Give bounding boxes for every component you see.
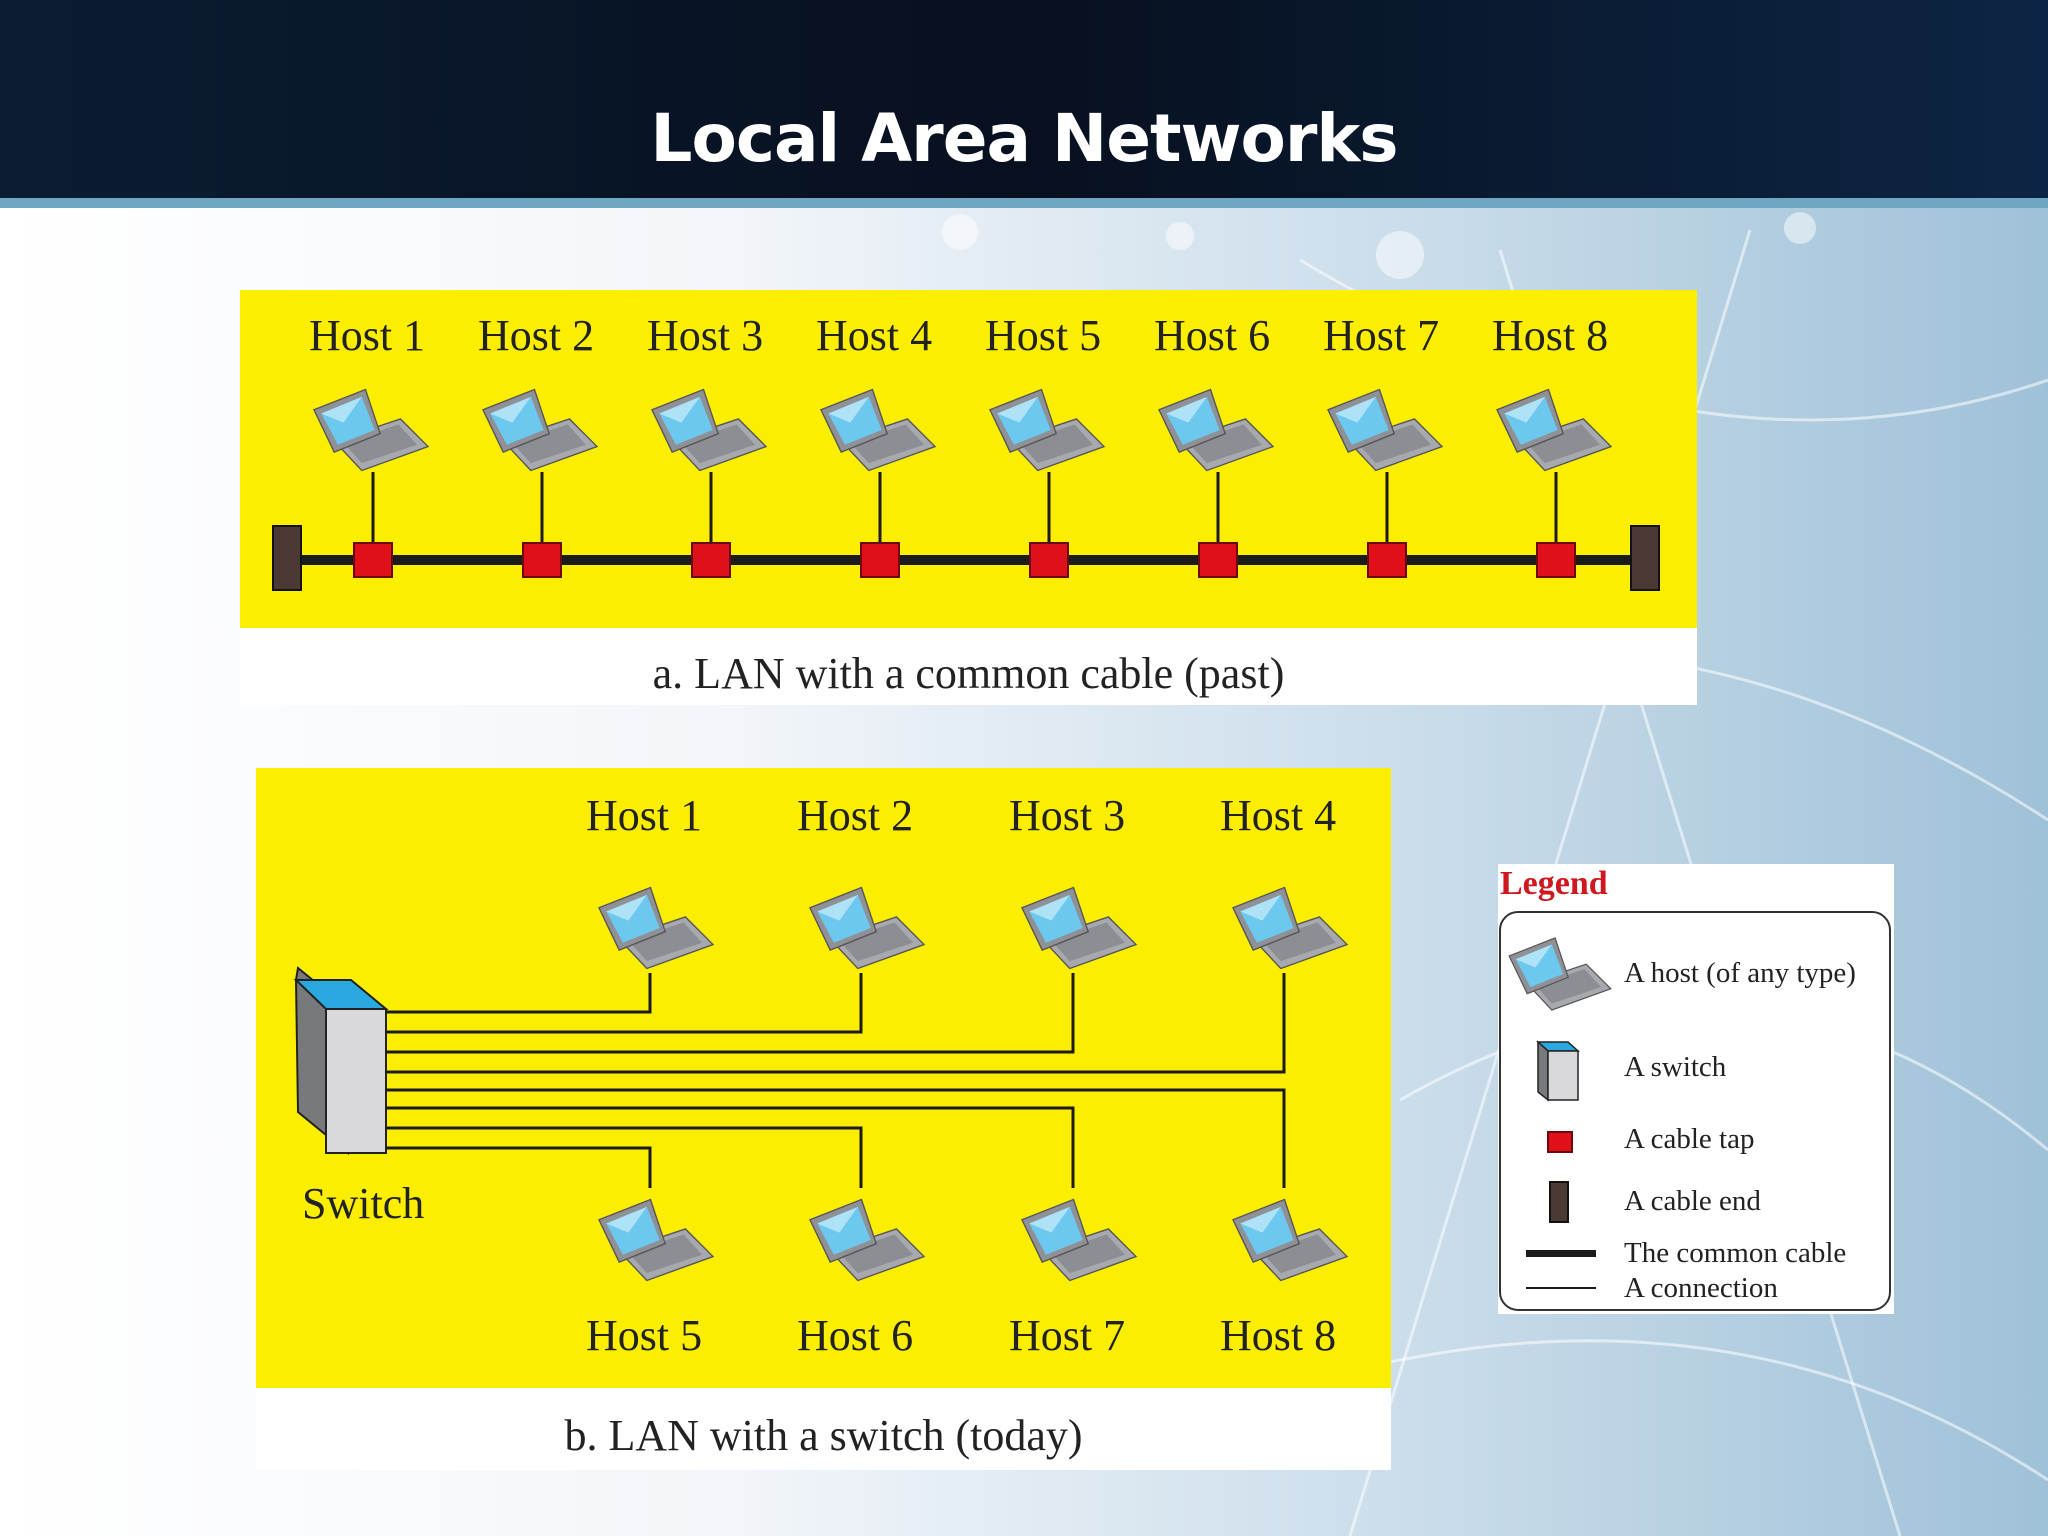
diagram-b-yellow-area xyxy=(256,768,1391,1388)
switch-front xyxy=(325,1008,387,1154)
diagram-b-panel: Switch Host 1 Host 2 Host 3 Host 4 Host 5 Host… xyxy=(256,768,1391,1470)
host-label: Host 4 xyxy=(816,311,932,360)
connection-line xyxy=(386,973,863,1034)
laptop-icon xyxy=(1158,388,1275,472)
host-label: Host 8 xyxy=(1492,311,1608,360)
cable-tap xyxy=(1029,542,1069,578)
legend-host-label: A host (of any type) xyxy=(1624,957,1856,989)
connection-line xyxy=(386,1126,863,1188)
laptop-icon xyxy=(1496,388,1613,472)
diagram-a-caption: a. LAN with a common cable (past) xyxy=(652,649,1285,698)
cable-tap xyxy=(1536,542,1576,578)
diagram-a-drawing: Host 1 Host 2 Host 3 Host 4 Host 5 Host 6 Host… xyxy=(272,311,1660,591)
legend-panel: Legend A host (of any type) A switch A cabl… xyxy=(1498,864,1894,1314)
connection-line xyxy=(386,973,1286,1074)
host-label: Host 2 xyxy=(478,311,594,360)
connection-line xyxy=(386,1088,1286,1188)
host-label: Host 8 xyxy=(1220,1311,1336,1360)
laptop-icon xyxy=(598,1198,715,1282)
host-label: Host 6 xyxy=(797,1311,913,1360)
common-cable xyxy=(286,555,1646,565)
legend-frame xyxy=(1499,911,1891,1311)
laptop-icon xyxy=(313,388,430,472)
legend-cable-end-icon xyxy=(1549,1181,1569,1223)
cable-tap xyxy=(1367,542,1407,578)
laptop-icon xyxy=(1021,1198,1138,1282)
host-label: Host 1 xyxy=(586,791,702,840)
host-label: Host 3 xyxy=(1009,791,1125,840)
legend-drawing: Legend A host (of any type) A switch A cabl… xyxy=(1499,865,1891,1311)
legend-connection-label: A connection xyxy=(1624,1272,1778,1304)
connection-line xyxy=(386,1106,1075,1188)
cable-tap xyxy=(691,542,731,578)
cable-tap xyxy=(353,542,393,578)
laptop-icon xyxy=(820,388,937,472)
cable-tap xyxy=(522,542,562,578)
legend-title: Legend xyxy=(1500,865,1608,902)
host-label: Host 2 xyxy=(797,791,913,840)
host-label: Host 4 xyxy=(1220,791,1336,840)
diagram-a-panel: Host 1 Host 2 Host 3 Host 4 Host 5 Host 6 Host… xyxy=(240,290,1697,705)
laptop-icon xyxy=(809,886,926,970)
laptop-icon xyxy=(989,388,1106,472)
connection-line xyxy=(386,1146,652,1188)
host-label: Host 1 xyxy=(309,311,425,360)
diagram-b-drawing: Switch Host 1 Host 2 Host 3 Host 4 Host 5 Host… xyxy=(293,791,1349,1360)
laptop-icon xyxy=(1232,1198,1349,1282)
laptop-icon xyxy=(598,886,715,970)
host-label: Host 5 xyxy=(586,1311,702,1360)
diagram-a-yellow-area xyxy=(240,290,1697,628)
legend-host-icon xyxy=(1508,937,1612,1011)
laptop-icon xyxy=(809,1198,926,1282)
legend-common-cable-icon xyxy=(1526,1250,1596,1257)
host-label: Host 7 xyxy=(1323,311,1439,360)
laptop-icon xyxy=(651,388,768,472)
cable-end-left xyxy=(272,525,302,591)
cable-end-right xyxy=(1630,525,1660,591)
host-label: Host 6 xyxy=(1154,311,1270,360)
connection-line xyxy=(386,973,652,1014)
laptop-icon xyxy=(1021,886,1138,970)
connection-line xyxy=(386,973,1075,1054)
host-label: Host 7 xyxy=(1009,1311,1125,1360)
diagram-b-caption: b. LAN with a switch (today) xyxy=(564,1411,1083,1460)
legend-common-cable-label: The common cable xyxy=(1624,1237,1846,1269)
legend-cable-tap-icon xyxy=(1547,1131,1573,1153)
host-label: Host 3 xyxy=(647,311,763,360)
legend-cable-end-label: A cable end xyxy=(1624,1185,1761,1217)
legend-switch-label: A switch xyxy=(1624,1051,1727,1083)
switch-label: Switch xyxy=(302,1179,424,1228)
laptop-icon xyxy=(1232,886,1349,970)
cable-tap xyxy=(860,542,900,578)
laptop-icon xyxy=(1327,388,1444,472)
slide-title: Local Area Networks xyxy=(650,100,1398,177)
host-label: Host 5 xyxy=(985,311,1101,360)
cable-tap xyxy=(1198,542,1238,578)
legend-cable-tap-label: A cable tap xyxy=(1624,1123,1754,1155)
laptop-icon xyxy=(482,388,599,472)
